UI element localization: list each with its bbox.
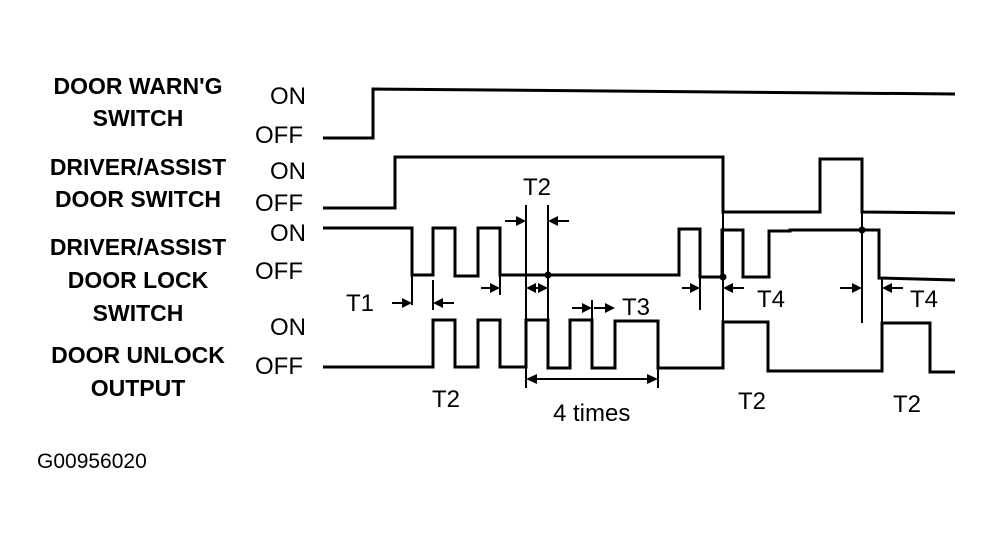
signal-label-driver-assist-door-switch: DRIVER/ASSIST DOOR SWITCH — [50, 154, 226, 212]
state-off-label: OFF — [255, 353, 303, 380]
waveform-door-unlock-output — [323, 318, 955, 374]
state-off-label: OFF — [255, 190, 303, 217]
signal-label-line: DOOR WARN'G — [53, 73, 222, 99]
state-off-label: OFF — [255, 258, 303, 285]
timing-label-t3: T3 — [622, 294, 650, 321]
signal-label-line: DRIVER/ASSIST — [50, 234, 226, 260]
junction-dots — [544, 226, 866, 281]
signal-label-line: SWITCH — [93, 105, 184, 131]
signal-label-line: OUTPUT — [91, 375, 186, 401]
state-on-label: ON — [270, 220, 306, 247]
waveform-door-warning-switch — [323, 87, 956, 140]
waveform-driver-assist-door-switch — [323, 155, 956, 215]
timing-label-four-times: 4 times — [553, 400, 630, 427]
state-on-label: ON — [270, 158, 306, 185]
timing-label-t1: T1 — [346, 290, 374, 317]
timing-label-t2-top: T2 — [523, 174, 551, 201]
timing-label-t2: T2 — [432, 386, 460, 413]
waveform-driver-assist-door-lock-switch — [323, 226, 956, 282]
figure-id: G00956020 — [37, 450, 147, 473]
signal-label-line: SWITCH — [93, 300, 184, 326]
signal-label-door-unlock-output: DOOR UNLOCK OUTPUT — [51, 342, 225, 401]
state-on-label: ON — [270, 314, 306, 341]
signal-label-line: DOOR LOCK — [68, 267, 209, 293]
signal-label-line: DOOR SWITCH — [55, 186, 221, 212]
timing-label-t4: T4 — [757, 286, 785, 313]
timing-label-t2: T2 — [893, 391, 921, 418]
signal-label-line: DOOR UNLOCK — [51, 342, 225, 368]
signal-label-door-warning-switch: DOOR WARN'G SWITCH — [53, 73, 222, 131]
timing-label-t2: T2 — [738, 388, 766, 415]
signal-label-driver-assist-door-lock-switch: DRIVER/ASSIST DOOR LOCK SWITCH — [50, 234, 226, 326]
timing-arrows — [392, 216, 903, 384]
state-off-label: OFF — [255, 122, 303, 149]
timing-label-t4: T4 — [910, 286, 938, 313]
state-on-label: ON — [270, 83, 306, 110]
signal-label-line: DRIVER/ASSIST — [50, 154, 226, 180]
